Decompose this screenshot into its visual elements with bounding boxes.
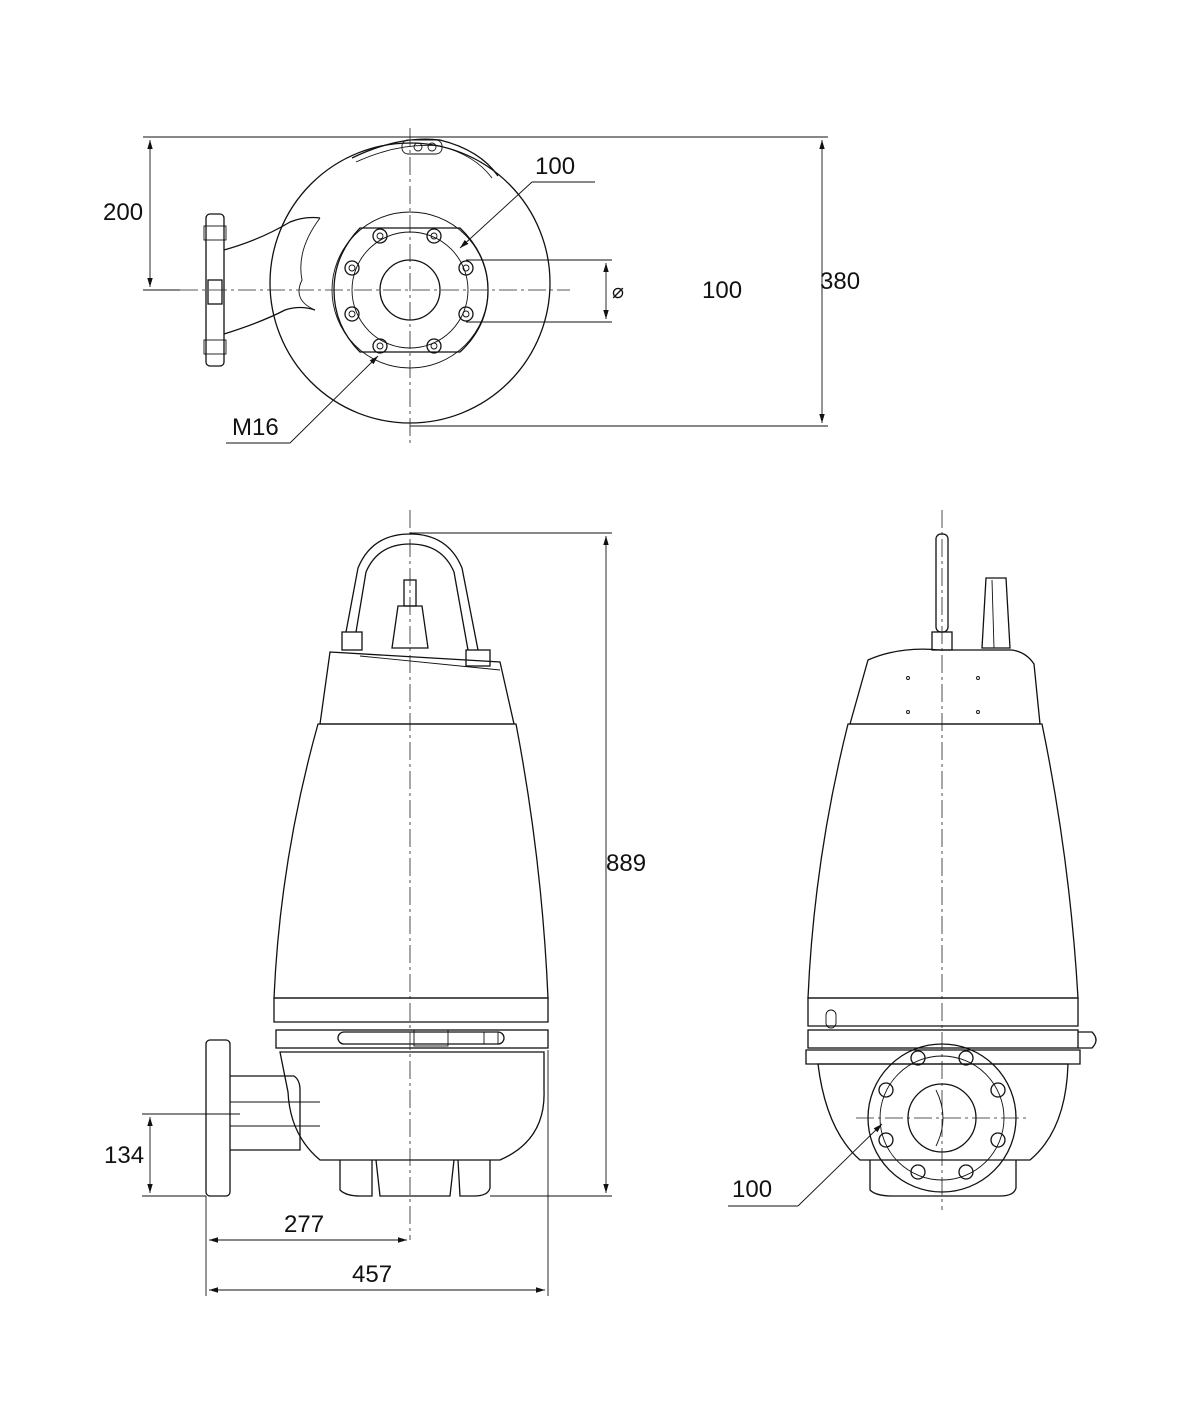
label-side-flange-size: 100 <box>732 1176 772 1203</box>
front-top-cover <box>319 651 515 725</box>
diameter-symbol: ⌀ <box>612 279 624 303</box>
label-outlet-size: 100 <box>535 153 575 180</box>
dim-overall-depth: 380 <box>820 268 860 295</box>
side-motor-body <box>807 723 1079 999</box>
dim-height-to-axis: 200 <box>103 199 143 226</box>
dim-outlet-height: 134 <box>104 1142 144 1169</box>
side-pump-housing <box>805 1049 1081 1065</box>
front-motor-body <box>273 723 549 999</box>
dim-diameter-value: 100 <box>702 277 742 304</box>
dim-flange-to-axis: 277 <box>284 1211 324 1238</box>
dim-overall-height: 889 <box>606 850 646 877</box>
side-top-cover <box>849 648 1041 725</box>
top-view: 200 380 ⌀ 100 100 M16 <box>103 128 860 445</box>
top-bolt-holes <box>344 228 474 354</box>
front-pump-housing <box>279 1051 545 1161</box>
front-view: 889 134 277 457 <box>104 510 646 1296</box>
top-handle <box>351 138 499 177</box>
front-outlet-flange <box>205 1039 320 1197</box>
dim-overall-width: 457 <box>352 1261 392 1288</box>
label-bolt-thread: M16 <box>232 414 279 441</box>
side-view: 100 <box>728 510 1097 1210</box>
